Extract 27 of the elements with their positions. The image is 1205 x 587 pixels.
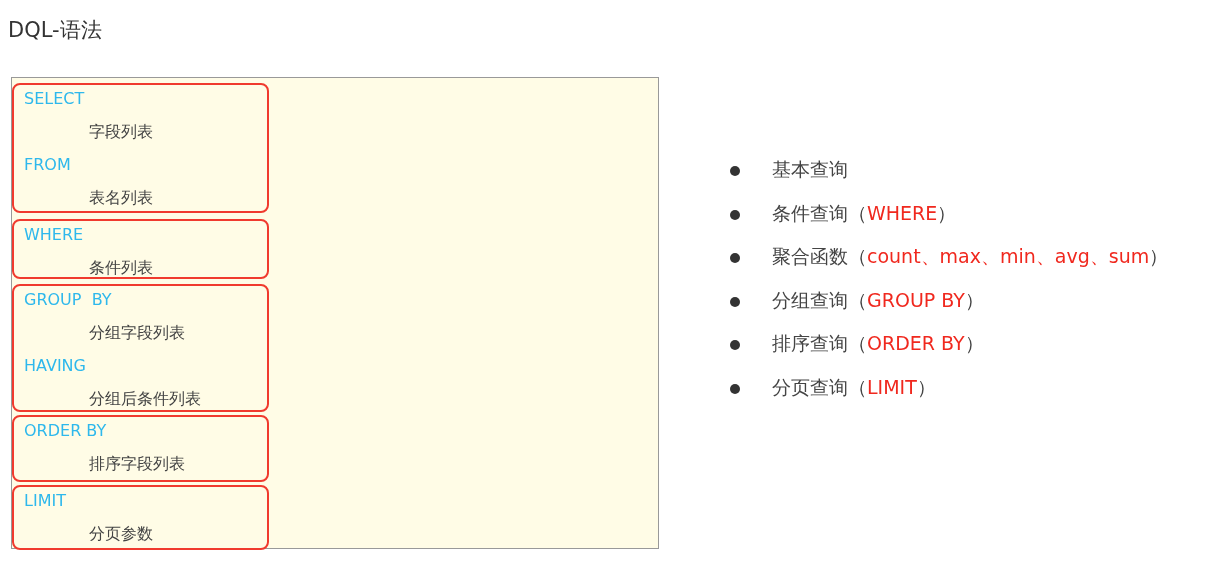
clause-box — [12, 415, 269, 482]
clause-text: 字段列表 — [89, 122, 153, 143]
clause-text: 分组后条件列表 — [89, 389, 201, 410]
sql-keyword: GROUP BY — [24, 290, 112, 309]
sql-keyword: SELECT — [24, 89, 85, 108]
clause-text: 分组字段列表 — [89, 323, 185, 344]
clause-box — [12, 485, 269, 550]
list-item: 条件查询（WHERE） — [772, 200, 957, 226]
sql-keyword: LIMIT — [24, 491, 66, 510]
list-item: 分页查询（LIMIT） — [772, 375, 936, 400]
sql-keyword: ORDER BY — [24, 421, 107, 440]
list-item: 聚合函数（count、max、min、avg、sum） — [772, 244, 1169, 270]
sql-keyword: HAVING — [24, 356, 86, 375]
page-title: DQL-语法 — [8, 17, 102, 44]
clause-text: 表名列表 — [89, 188, 153, 209]
sql-keyword: FROM — [24, 155, 71, 174]
clause-text: 分页参数 — [89, 524, 153, 545]
code-panel — [11, 77, 659, 549]
list-item: 排序查询（ORDER BY） — [772, 331, 984, 357]
clause-box — [12, 284, 269, 412]
list-item: 分组查询（GROUP BY） — [772, 287, 984, 313]
list-item: 基本查询 — [772, 157, 848, 182]
clause-box — [12, 219, 269, 279]
clause-text: 条件列表 — [89, 258, 153, 279]
clause-text: 排序字段列表 — [89, 454, 185, 475]
sql-keyword: WHERE — [24, 225, 84, 244]
clause-box — [12, 83, 269, 213]
